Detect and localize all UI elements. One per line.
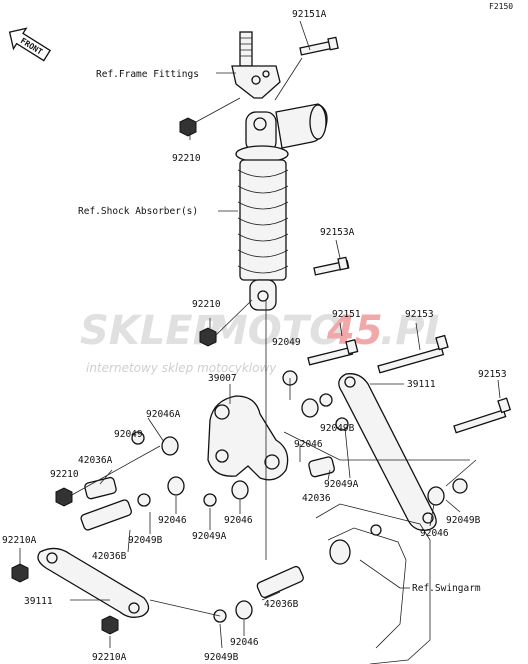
part-label-92046-c1: 92046 xyxy=(158,515,187,526)
bushings-and-collars xyxy=(80,370,468,623)
bearing-92046-c2 xyxy=(231,480,249,500)
part-label-92151A: 92151A xyxy=(292,9,327,20)
ref-shock-absorber: Ref.Shock Absorber(s) xyxy=(78,206,198,217)
part-label-92049-top: 92049 xyxy=(272,337,301,348)
part-label-92210-mid: 92210 xyxy=(192,299,221,310)
seal-92049B-right xyxy=(452,478,468,494)
part-label-92049B-right: 92049B xyxy=(446,515,481,526)
part-label-92049-left: 92049 xyxy=(114,429,143,440)
part-label-92151: 92151 xyxy=(332,309,361,320)
diagram-code: F2150 xyxy=(489,2,513,11)
part-label-39111-left: 39111 xyxy=(24,596,53,607)
nut-92210-top xyxy=(179,117,197,137)
shock-spring xyxy=(237,159,289,281)
part-label-42036A: 42036A xyxy=(78,455,113,466)
part-label-92210A-bottom: 92210A xyxy=(92,652,127,663)
bolt-92151 xyxy=(307,339,359,366)
part-label-92049B-mid: 92049B xyxy=(320,423,355,434)
seal-92049A-c xyxy=(203,493,217,507)
bearing-92046-c1 xyxy=(167,476,185,496)
seal-92049B-mid xyxy=(319,393,333,407)
nut-92210-mid xyxy=(199,327,217,347)
watermark: SKLEP MOTO 45 .PL internetowy sklep moto… xyxy=(80,308,450,375)
bolt-92153-top xyxy=(377,334,449,374)
collar-42036 xyxy=(308,456,335,478)
part-label-92210A-left: 92210A xyxy=(2,535,37,546)
part-label-39007: 39007 xyxy=(208,373,237,384)
part-label-92153-top: 92153 xyxy=(405,309,434,320)
seal-92049-left xyxy=(131,431,145,445)
bearing-92046A xyxy=(161,436,179,456)
frame-stud xyxy=(239,31,253,67)
part-label-92046-bottom: 92046 xyxy=(230,637,259,648)
bearing-92046-bottom xyxy=(235,600,253,620)
part-label-92049B-bottom: 92049B xyxy=(204,652,239,663)
part-label-92046-mid: 92046 xyxy=(294,439,323,450)
seal-92049A-right xyxy=(335,417,349,431)
watermark-part1: SKLEP xyxy=(80,308,222,354)
ref-swingarm: Ref.Swingarm xyxy=(412,583,481,594)
nut-92210A-left xyxy=(11,563,29,583)
part-label-42036-mid: 42036 xyxy=(302,493,331,504)
seal-92049B-c xyxy=(137,493,151,507)
part-label-92049A-right: 92049A xyxy=(324,479,359,490)
part-label-92049A-c: 92049A xyxy=(192,531,227,542)
rocker-arm xyxy=(207,395,289,481)
bolt-92151A xyxy=(299,36,339,56)
part-label-92046-right: 92046 xyxy=(420,528,449,539)
bearing-92046-mid xyxy=(301,398,319,418)
part-label-39111-right: 39111 xyxy=(407,379,436,390)
part-label-92210-top: 92210 xyxy=(172,153,201,164)
front-arrow: FRONT xyxy=(8,27,52,62)
leader-lines xyxy=(19,20,501,649)
nut-92210-left xyxy=(55,487,73,507)
part-label-92210-left: 92210 xyxy=(50,469,79,480)
tie-rod-right xyxy=(338,373,437,531)
nut-92210A-bottom xyxy=(101,615,119,635)
part-label-42036B-c: 42036B xyxy=(92,551,127,562)
part-label-92049B-c: 92049B xyxy=(128,535,163,546)
part-label-92046-c2: 92046 xyxy=(224,515,253,526)
watermark-part2: MOTO xyxy=(208,308,343,354)
ref-frame-fittings: Ref.Frame Fittings xyxy=(96,69,199,80)
shock-absorber xyxy=(231,31,328,311)
bolt-92153-right xyxy=(453,397,512,434)
part-label-92153A: 92153A xyxy=(320,227,355,238)
bolt-92153A xyxy=(313,256,350,276)
bearing-92046-right xyxy=(427,486,445,506)
tie-rod-left xyxy=(37,547,150,618)
collar-42036B xyxy=(80,499,132,531)
collar-42036B-bottom xyxy=(256,565,304,598)
watermark-subtitle: internetowy sklep motocyklowy xyxy=(86,361,277,375)
swingarm-outline xyxy=(315,503,431,664)
part-label-42036B-bottom: 42036B xyxy=(264,599,299,610)
collar-42036A xyxy=(84,476,117,500)
part-label-92153-right: 92153 xyxy=(478,369,507,380)
part-label-92046A: 92046A xyxy=(146,409,181,420)
